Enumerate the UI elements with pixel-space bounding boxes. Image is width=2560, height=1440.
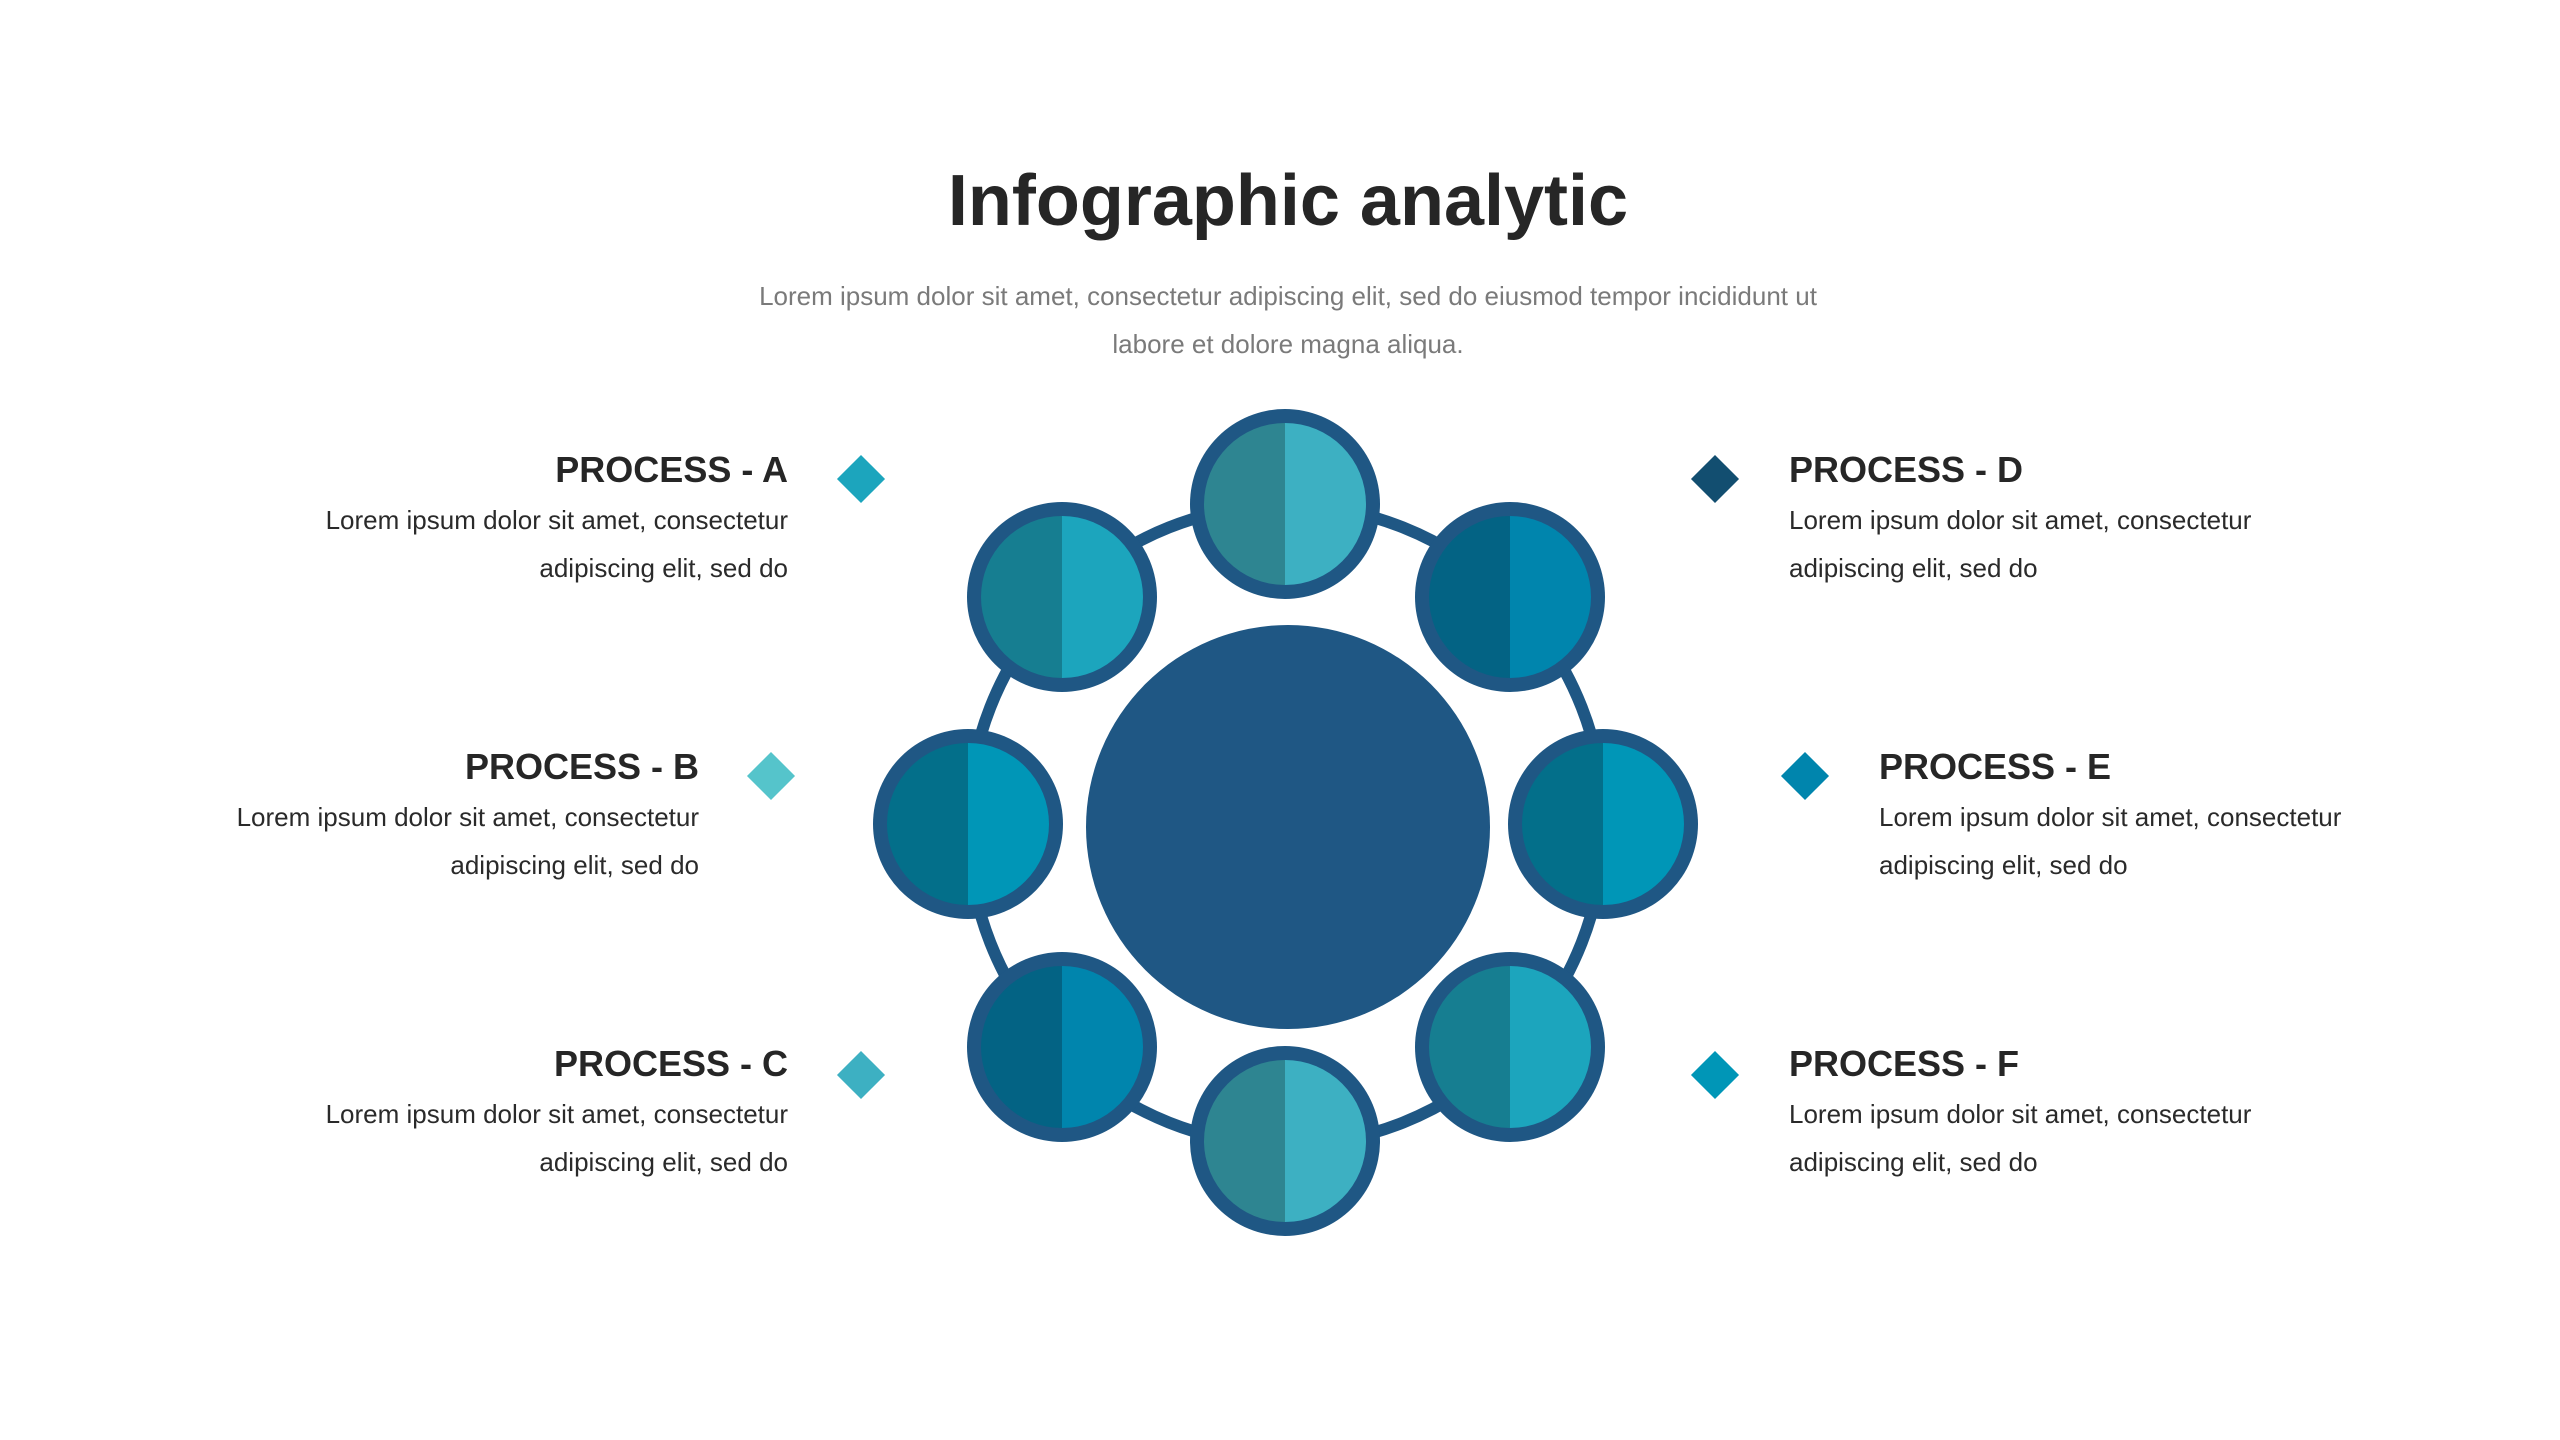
process-b: PROCESS - B Lorem ipsum dolor sit amet, … [0, 745, 699, 889]
process-a: PROCESS - A Lorem ipsum dolor sit amet, … [88, 448, 788, 592]
process-b-title: PROCESS - B [464, 746, 699, 787]
process-d: PROCESS - D Lorem ipsum dolor sit amet, … [1789, 448, 2489, 592]
process-e-title: PROCESS - E [1879, 746, 2112, 787]
process-node-7 [1415, 952, 1605, 1142]
process-node-5 [1508, 729, 1698, 919]
process-node-4 [873, 729, 1063, 919]
process-f: PROCESS - F Lorem ipsum dolor sit amet, … [1789, 1042, 2489, 1186]
process-node-3 [1415, 502, 1605, 692]
process-c-title: PROCESS - C [553, 1043, 788, 1084]
subtitle-line-2: labore et dolore magna aliqua. [1112, 329, 1464, 359]
page-title: Infographic analytic [947, 161, 1629, 241]
center-circle [1086, 625, 1490, 1029]
process-f-title: PROCESS - F [1789, 1043, 2020, 1084]
process-c: PROCESS - C Lorem ipsum dolor sit amet, … [88, 1042, 788, 1186]
process-d-title: PROCESS - D [1789, 449, 2024, 490]
subtitle-line-1: Lorem ipsum dolor sit amet, consectetur … [759, 281, 1817, 311]
process-a-title: PROCESS - A [555, 449, 788, 490]
page-subtitle: Lorem ipsum dolor sit amet, consectetur … [680, 272, 1896, 368]
process-node-6 [967, 952, 1157, 1142]
process-node-8 [1190, 1046, 1380, 1236]
process-e: PROCESS - E Lorem ipsum dolor sit amet, … [1879, 745, 2560, 889]
process-node-1 [1190, 409, 1380, 599]
process-node-2 [967, 502, 1157, 692]
